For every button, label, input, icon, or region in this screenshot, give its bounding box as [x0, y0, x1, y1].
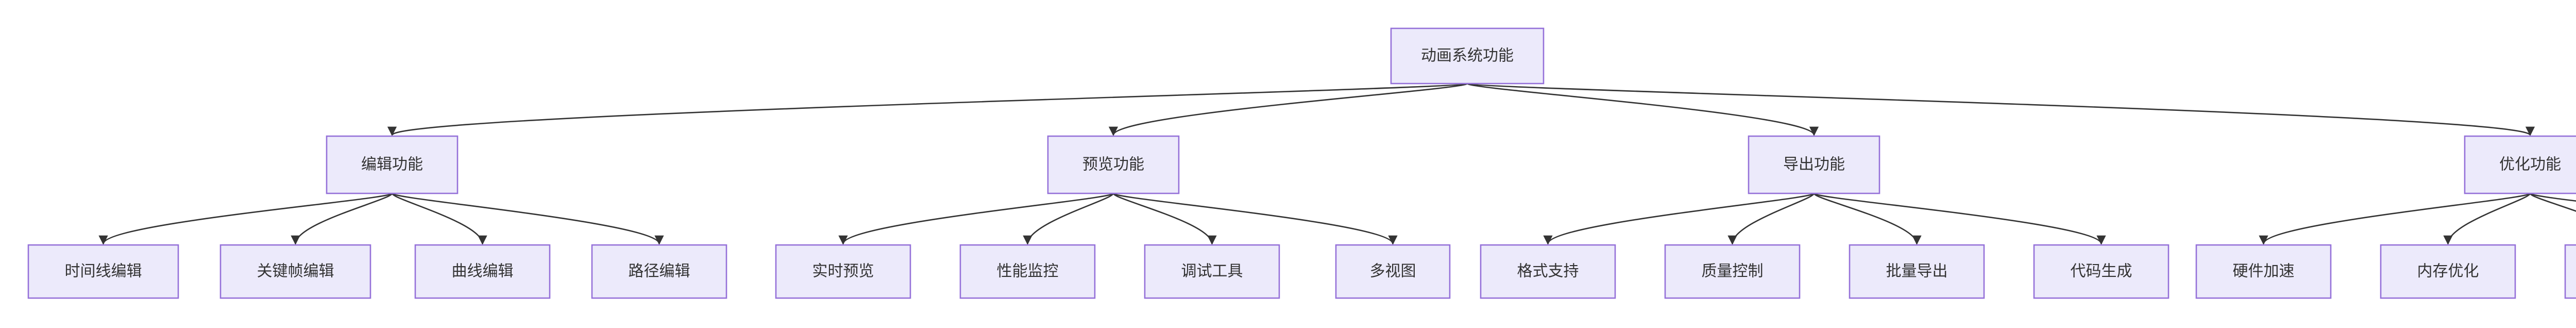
node-label-multi-view: 多视图 [1370, 263, 1416, 280]
node-timeline-edit[interactable]: 时间线编辑 [27, 244, 179, 299]
edge-edit-to-path-edit [391, 192, 664, 245]
node-box-preview[interactable] [1047, 135, 1180, 194]
node-label-path-edit: 路径编辑 [629, 263, 690, 280]
node-batch-export[interactable]: 批量导出 [1849, 244, 1985, 299]
node-box-keyframe-edit[interactable] [219, 244, 371, 299]
node-preview[interactable]: 预览功能 [1047, 135, 1180, 194]
node-hardware-accel[interactable]: 硬件加速 [2195, 244, 2332, 299]
edge-optimize-to-hardware-accel [2259, 192, 2531, 245]
node-label-edit: 编辑功能 [361, 156, 423, 173]
node-label-realtime-preview: 实时预览 [812, 263, 874, 280]
node-box-format-support[interactable] [1480, 244, 1616, 299]
node-box-quality-control[interactable] [1664, 244, 1801, 299]
edge-layer [98, 83, 2576, 245]
edge-export-to-format-support [1543, 192, 1815, 245]
node-realtime-preview[interactable]: 实时预览 [775, 244, 911, 299]
edge-edit-to-keyframe-edit [291, 192, 393, 245]
node-box-perf-monitor[interactable] [959, 244, 1096, 299]
node-box-curve-edit[interactable] [414, 244, 551, 299]
node-box-path-edit[interactable] [591, 244, 727, 299]
node-box-batch-export[interactable] [1849, 244, 1985, 299]
node-debug-tools[interactable]: 调试工具 [1144, 244, 1280, 299]
node-box-export[interactable] [1748, 135, 1880, 194]
node-keyframe-edit[interactable]: 关键帧编辑 [219, 244, 371, 299]
edge-preview-to-debug-tools [1112, 192, 1217, 245]
edge-root-to-edit [387, 83, 1468, 136]
edge-edit-to-curve-edit [391, 193, 487, 245]
node-root[interactable]: 动画系统功能 [1390, 27, 1545, 85]
edge-preview-to-multi-view [1112, 192, 1398, 245]
edge-optimize-to-cache-opt [2529, 192, 2576, 202]
edge-optimize-to-render-opt [2529, 192, 2576, 212]
node-label-keyframe-edit: 关键帧编辑 [257, 263, 334, 280]
node-label-format-support: 格式支持 [1517, 263, 1579, 280]
node-edit[interactable]: 编辑功能 [326, 135, 459, 194]
node-label-preview: 预览功能 [1082, 156, 1144, 173]
node-box-optimize[interactable] [2464, 135, 2576, 194]
node-box-debug-tools[interactable] [1144, 244, 1280, 299]
node-label-export: 导出功能 [1783, 156, 1845, 173]
edge-root-to-optimize [1466, 83, 2535, 136]
node-format-support[interactable]: 格式支持 [1480, 244, 1616, 299]
node-box-hardware-accel[interactable] [2195, 244, 2332, 299]
node-box-root[interactable] [1390, 27, 1545, 85]
node-label-batch-export: 批量导出 [1886, 263, 1948, 280]
edge-export-to-quality-control [1727, 193, 1815, 245]
node-optimize[interactable]: 优化功能 [2464, 135, 2576, 194]
node-label-hardware-accel: 硬件加速 [2233, 263, 2295, 280]
node-label-root: 动画系统功能 [1421, 47, 1514, 64]
edge-root-to-preview [1109, 83, 1468, 136]
node-label-perf-monitor: 性能监控 [997, 263, 1059, 280]
node-curve-edit[interactable]: 曲线编辑 [414, 244, 551, 299]
node-box-code-generation[interactable] [2033, 244, 2170, 299]
edge-edit-to-timeline-edit [98, 192, 393, 245]
node-box-render-opt[interactable] [2564, 244, 2576, 299]
edge-preview-to-realtime-preview [838, 192, 1114, 245]
edge-optimize-to-memory-opt [2443, 193, 2531, 245]
node-label-debug-tools: 调试工具 [1181, 263, 1243, 280]
node-box-timeline-edit[interactable] [27, 244, 179, 299]
node-path-edit[interactable]: 路径编辑 [591, 244, 727, 299]
edge-export-to-code-generation [1813, 192, 2106, 245]
node-box-edit[interactable] [326, 135, 459, 194]
node-code-generation[interactable]: 代码生成 [2033, 244, 2170, 299]
node-memory-opt[interactable]: 内存优化 [2380, 244, 2516, 299]
node-box-multi-view[interactable] [1335, 244, 1451, 299]
node-label-quality-control: 质量控制 [1702, 263, 1764, 280]
edge-root-to-export [1466, 83, 1819, 136]
node-quality-control[interactable]: 质量控制 [1664, 244, 1801, 299]
node-export[interactable]: 导出功能 [1748, 135, 1880, 194]
node-label-curve-edit: 曲线编辑 [452, 263, 514, 280]
node-label-memory-opt: 内存优化 [2417, 263, 2479, 280]
node-multi-view[interactable]: 多视图 [1335, 244, 1451, 299]
edge-preview-to-perf-monitor [1023, 193, 1114, 245]
edge-export-to-batch-export [1813, 192, 1922, 245]
node-render-opt[interactable]: 渲染优化 [2564, 244, 2576, 299]
node-box-memory-opt[interactable] [2380, 244, 2516, 299]
node-label-optimize: 优化功能 [2499, 156, 2561, 173]
node-label-code-generation: 代码生成 [2071, 263, 2132, 280]
node-label-timeline-edit: 时间线编辑 [65, 263, 142, 280]
node-perf-monitor[interactable]: 性能监控 [959, 244, 1096, 299]
node-box-realtime-preview[interactable] [775, 244, 911, 299]
